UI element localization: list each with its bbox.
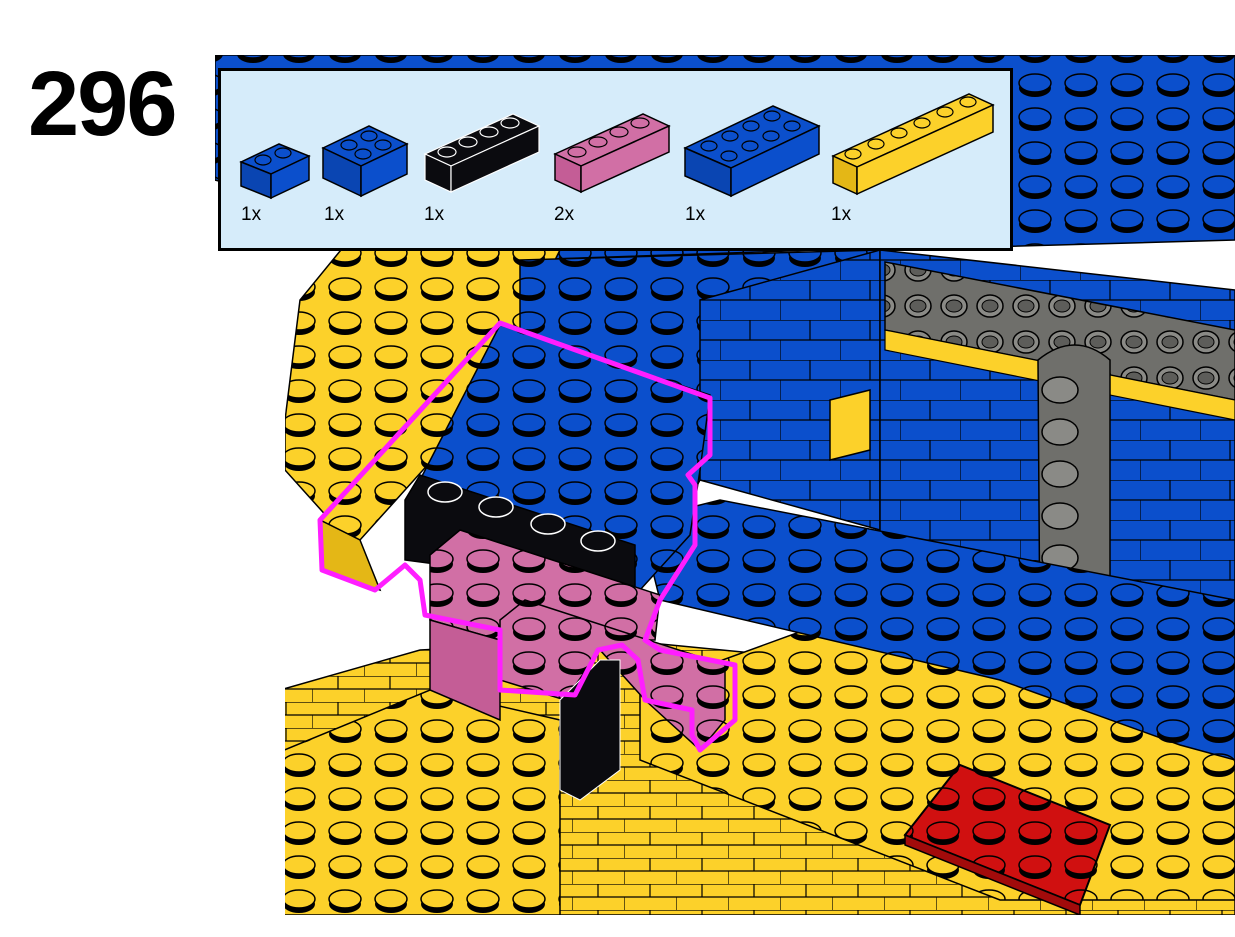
step-number: 296 [28, 53, 177, 155]
yellow-post [829, 389, 871, 461]
blue-brick-1x2-icon [239, 134, 311, 200]
part-quantity: 1x [831, 204, 852, 225]
part-quantity: 2x [554, 204, 575, 225]
blue-brick-2x2-icon [321, 120, 409, 200]
part-quantity: 1x [324, 204, 345, 225]
part-quantity: 1x [241, 204, 262, 225]
yellow-brick-1x6-icon [831, 92, 996, 200]
new-parts-highlight [317, 320, 738, 753]
blue-block-side [699, 249, 881, 531]
parts-callout: 1x 1x 1x [218, 68, 1013, 251]
pink-brick-1x4-icon [551, 110, 671, 200]
black-brick-1x4-icon [421, 110, 541, 200]
part-quantity: 1x [685, 204, 706, 225]
blue-plate-middle [639, 499, 1235, 761]
gray-beam-horizontal [884, 261, 1235, 401]
part-quantity: 1x [424, 204, 445, 225]
blue-brick-2x4-icon [683, 100, 821, 200]
